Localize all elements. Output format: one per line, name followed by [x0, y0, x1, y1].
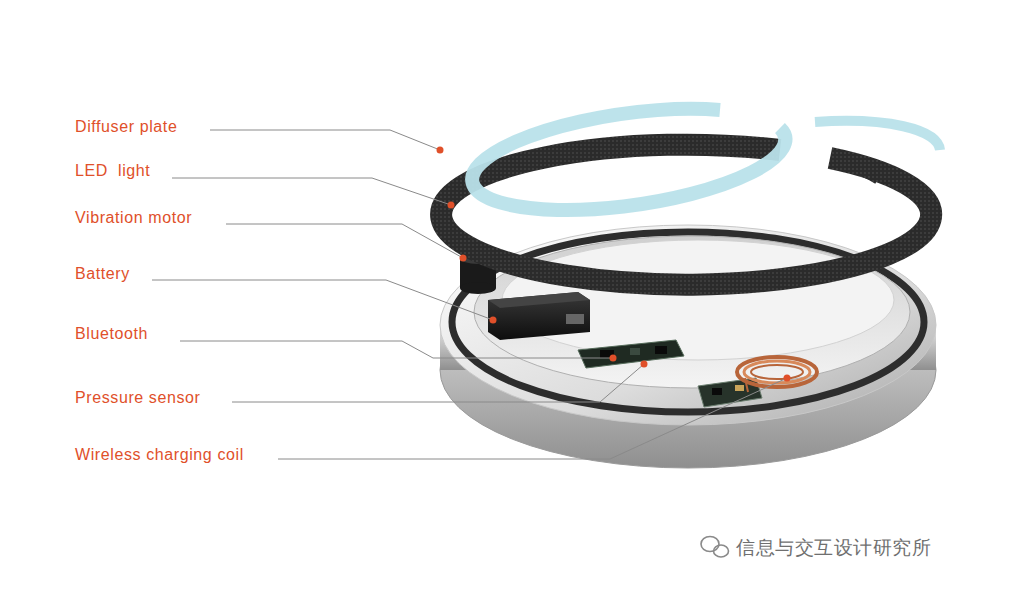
led-ring	[441, 145, 931, 285]
leader-lines	[152, 130, 787, 459]
diffuser-ring	[472, 109, 940, 210]
wechat-icon	[701, 537, 729, 558]
part-label: Pressure sensor	[75, 388, 201, 408]
circuit-board	[578, 340, 684, 368]
part-label: Battery	[75, 264, 130, 284]
part-label: Diffuser plate	[75, 117, 177, 137]
leader-dots	[437, 147, 791, 382]
part-label: LED light	[75, 161, 150, 181]
part-label: Vibration motor	[75, 208, 192, 228]
part-label: Wireless charging coil	[75, 445, 244, 465]
watermark: 信息与交互设计研究所	[736, 536, 931, 560]
part-label: Bluetooth	[75, 324, 148, 344]
charging-coil	[737, 357, 817, 392]
battery-symbol	[488, 292, 590, 340]
